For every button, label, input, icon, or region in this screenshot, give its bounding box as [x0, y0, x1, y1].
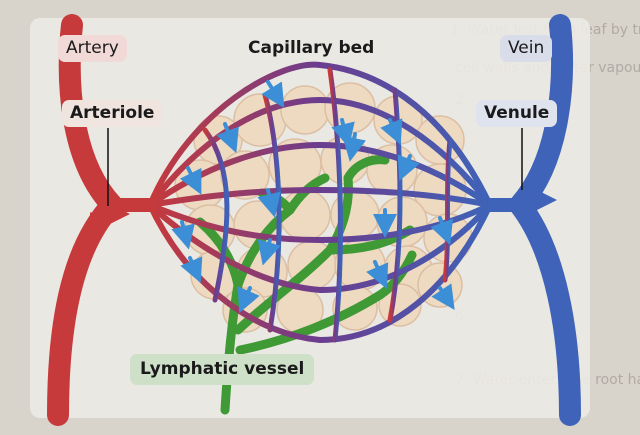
capillary-bed-label: Capillary bed: [248, 38, 375, 58]
artery-label: Artery: [58, 35, 127, 62]
arteriole-label: Arteriole: [62, 100, 163, 127]
venule-label: Venule: [476, 100, 558, 127]
diffusion-arrows: [171, 80, 455, 314]
vein-label: Vein: [500, 35, 553, 62]
lymphatic-vessel-label: Lymphatic vessel: [130, 354, 315, 385]
